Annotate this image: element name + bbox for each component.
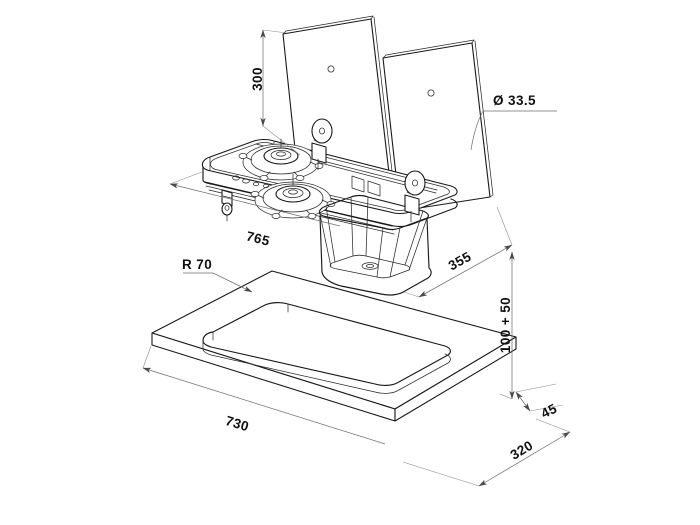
lid-hole-right xyxy=(427,89,435,97)
worktop-cutout xyxy=(202,302,451,394)
dimension-label-r70: R 70 xyxy=(182,257,212,272)
glass-lid-right xyxy=(382,39,494,212)
dimension-worktop-thickness: 45 xyxy=(515,383,564,421)
sink-drain xyxy=(361,262,379,270)
dimension-label-730: 730 xyxy=(224,413,251,434)
gas-burner-rear xyxy=(238,138,324,181)
lid-support-brackets xyxy=(351,175,381,197)
hinge-right-disc xyxy=(404,170,426,196)
worktop-slab xyxy=(151,270,517,422)
hinge-left-disc xyxy=(311,118,333,144)
dimension-label-300: 300 xyxy=(250,67,265,91)
dimension-hole-diameter: Ø 33.5 xyxy=(470,93,557,151)
dimension-label-45: 45 xyxy=(539,401,560,421)
lid-hole-left xyxy=(327,65,335,73)
dimension-unit-width: 765 xyxy=(169,171,341,249)
lid-hinge-right xyxy=(404,170,426,223)
dimension-label-765: 765 xyxy=(245,228,272,248)
dimension-cutout-depth: 320 xyxy=(402,418,571,487)
dimension-label-100-50: 100 + 50 xyxy=(498,297,513,353)
dimension-label-355: 355 xyxy=(446,249,474,274)
gas-burner-front xyxy=(250,173,336,219)
ignition-detail xyxy=(232,175,269,189)
dimension-label-320: 320 xyxy=(508,438,536,463)
dimension-mounting-depth: 100 + 50 xyxy=(498,251,515,400)
dimension-corner-radius: R 70 xyxy=(182,257,253,293)
gas-control-valve xyxy=(221,189,233,222)
dimension-lid-height: 300 xyxy=(250,29,301,156)
dimension-cutout-width: 730 xyxy=(142,345,386,445)
lid-hinge-left xyxy=(311,118,333,171)
dimension-label-diameter: Ø 33.5 xyxy=(493,93,536,108)
